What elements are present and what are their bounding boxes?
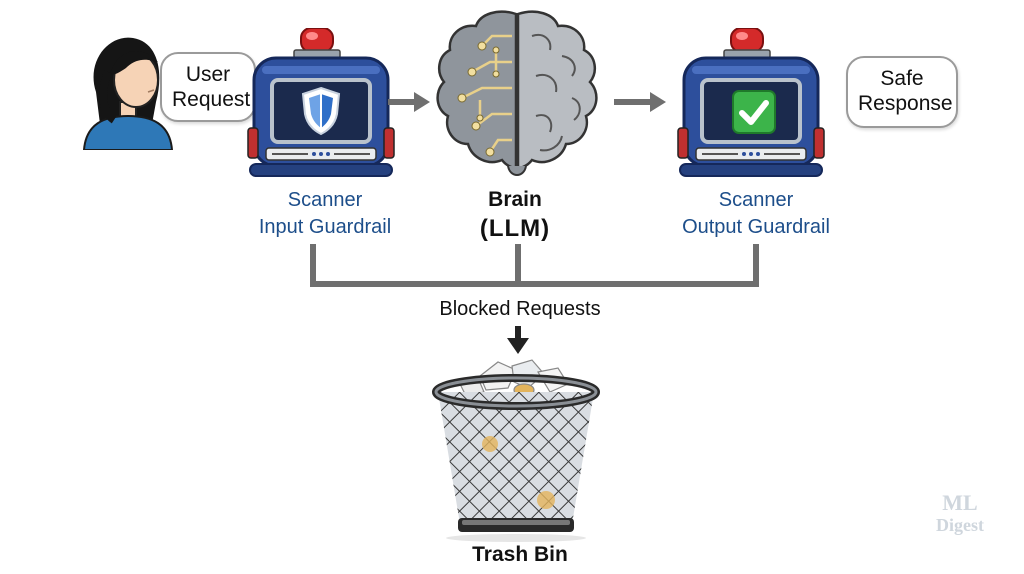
blocked-requests-label: Blocked Requests bbox=[439, 298, 601, 320]
user-request-bubble: User Request bbox=[160, 52, 256, 122]
shield-icon bbox=[301, 86, 341, 136]
brain-line2: (LLM) bbox=[479, 215, 551, 242]
input-scanner-machine bbox=[247, 28, 395, 177]
watermark-line2: Digest bbox=[936, 515, 984, 535]
safe-response-line1: Safe bbox=[880, 67, 924, 90]
brain-label: Brain (LLM) bbox=[440, 186, 590, 244]
trash-bin-label: Trash Bin bbox=[472, 543, 568, 566]
brain-line1: Brain bbox=[488, 188, 542, 211]
output-guardrail-line1: Scanner bbox=[718, 189, 794, 211]
input-guardrail-label: Scanner Input Guardrail bbox=[240, 187, 410, 241]
output-guardrail-line2: Output Guardrail bbox=[682, 216, 830, 238]
arrow-right-icon bbox=[388, 92, 430, 112]
user-request-line2: Request bbox=[172, 88, 251, 111]
arrow-right-icon bbox=[614, 92, 666, 112]
watermark-line1: ML bbox=[942, 490, 978, 515]
user-request-line1: User bbox=[185, 63, 231, 86]
safe-response-bubble: Safe Response bbox=[846, 56, 958, 128]
output-guardrail-label: Scanner Output Guardrail bbox=[666, 187, 846, 241]
safe-response-line2: Response bbox=[858, 92, 953, 115]
check-icon bbox=[732, 90, 776, 134]
blocked-connector bbox=[310, 244, 759, 287]
input-guardrail-line1: Scanner bbox=[287, 189, 363, 211]
watermark-logo: ML Digest bbox=[920, 492, 1000, 536]
person-icon bbox=[82, 37, 174, 150]
trash-bin-icon bbox=[432, 359, 600, 542]
brain-icon bbox=[436, 10, 598, 176]
arrow-down-icon bbox=[507, 326, 529, 354]
input-guardrail-line2: Input Guardrail bbox=[258, 216, 392, 238]
